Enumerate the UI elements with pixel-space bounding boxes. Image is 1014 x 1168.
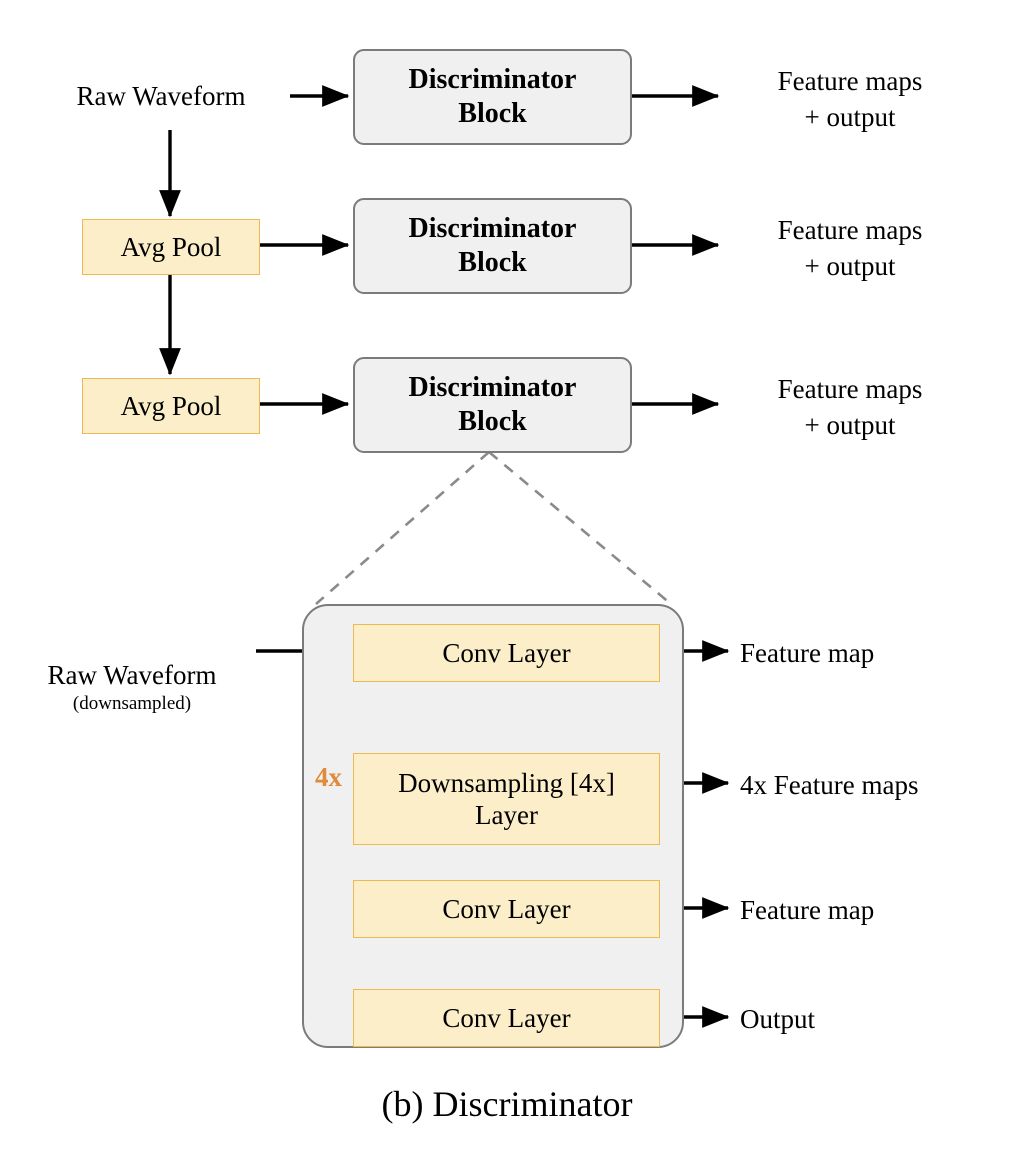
conv-layer-box-3[interactable]: Conv Layer xyxy=(353,989,660,1047)
output-label-1: Feature maps + output xyxy=(777,66,923,132)
discriminator-block-2[interactable]: Discriminator Block xyxy=(353,198,632,294)
downsampling-layer-box[interactable]: Downsampling [4x] Layer xyxy=(353,753,660,845)
output-label-2: Feature maps + output xyxy=(777,215,923,281)
conv-layer-box-1[interactable]: Conv Layer xyxy=(353,624,660,682)
conv-layer-box-2[interactable]: Conv Layer xyxy=(353,880,660,938)
detail-input-main: Raw Waveform xyxy=(47,659,217,690)
detail-output-label-1: Feature map xyxy=(740,638,875,668)
discriminator-block-3[interactable]: Discriminator Block xyxy=(353,357,632,453)
dashed-expansion-right xyxy=(488,451,672,605)
avg-pool-box-2[interactable]: Avg Pool xyxy=(82,378,260,434)
detail-output-label-2: 4x Feature maps xyxy=(740,770,919,800)
repeat-4x-badge: 4x xyxy=(315,762,342,792)
figure-caption: (b) Discriminator xyxy=(381,1084,633,1124)
dashed-expansion-left xyxy=(315,451,490,605)
discriminator-block-1[interactable]: Discriminator Block xyxy=(353,49,632,145)
detail-input-label: Raw Waveform (downsampled) xyxy=(8,628,256,747)
output-label-3: Feature maps + output xyxy=(777,374,923,440)
detail-input-sublabel: (downsampled) xyxy=(72,692,192,714)
raw-waveform-label: Raw Waveform xyxy=(76,81,246,111)
avg-pool-box-1[interactable]: Avg Pool xyxy=(82,219,260,275)
detail-output-label-3: Feature map xyxy=(740,895,875,925)
detail-output-label-4: Output xyxy=(740,1004,816,1034)
